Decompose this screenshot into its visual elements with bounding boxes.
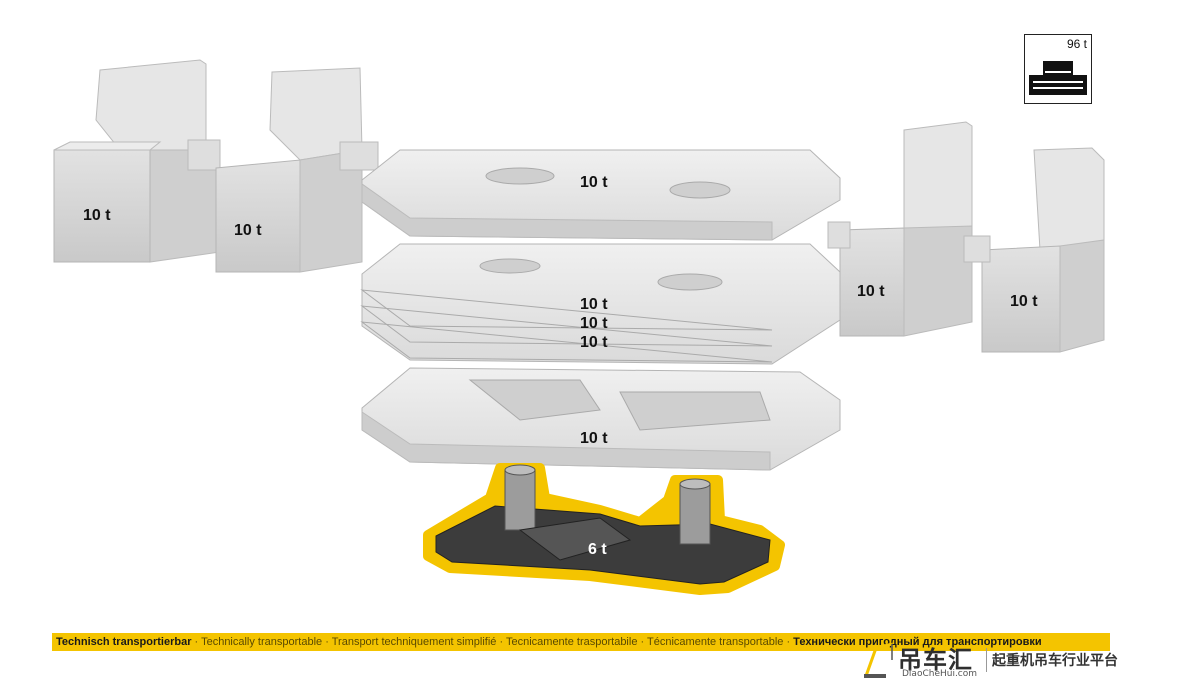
- footer-item-it: Tecnicamente trasportabile: [505, 636, 638, 648]
- footer-transportability-bar: Technisch transportierbar · Technically …: [52, 633, 1110, 651]
- plate-stack: [360, 243, 841, 365]
- top-plate: [361, 149, 841, 241]
- counterweight-block-3: [827, 121, 973, 337]
- watermark-url: DiaoCheHui.com: [902, 669, 978, 679]
- weight-label-base-frame: 10 t: [580, 430, 608, 447]
- weight-label-stack-plate-2: 10 t: [580, 315, 608, 332]
- weight-label-top-plate: 10 t: [580, 174, 608, 191]
- footer-lead: Technisch transportierbar: [56, 636, 192, 648]
- footer-item-en: Technically transportable: [201, 636, 323, 648]
- weight-label-base-carrier: 6 t: [588, 541, 607, 558]
- footer-item-ru: Технически пригодный для транспортировки: [793, 636, 1042, 648]
- watermark: 吊车汇 DiaoCheHui.com 起重机吊车行业平台: [862, 636, 1162, 682]
- capacity-badge: 96 t: [1024, 34, 1092, 104]
- counterweight-block-2: [215, 67, 379, 273]
- counterweight-block-4: [963, 147, 1105, 353]
- base-frame: [361, 367, 841, 471]
- watermark-brand: 吊车汇: [898, 646, 973, 674]
- weight-label-block-2: 10 t: [234, 222, 262, 239]
- watermark-slogan: 起重机吊车行业平台: [992, 653, 1118, 669]
- footer-item-fr: Transport techniquement simplifié: [331, 636, 497, 648]
- capacity-label: 96 t: [1066, 37, 1087, 51]
- weight-label-stack-plate-1: 10 t: [580, 296, 608, 313]
- weight-label-stack-plate-3: 10 t: [580, 334, 608, 351]
- counterweight-block-1: [53, 59, 221, 263]
- weight-label-block-3: 10 t: [857, 283, 885, 300]
- crane-logo-icon: [864, 642, 893, 678]
- footer-item-es: Técnicamente transportable: [647, 636, 784, 648]
- crane-ballast-icon: [1029, 61, 1087, 95]
- watermark-divider: [986, 648, 987, 672]
- weight-label-block-1: 10 t: [83, 207, 111, 224]
- weight-label-block-4: 10 t: [1010, 293, 1038, 310]
- base-carrier: [423, 463, 785, 595]
